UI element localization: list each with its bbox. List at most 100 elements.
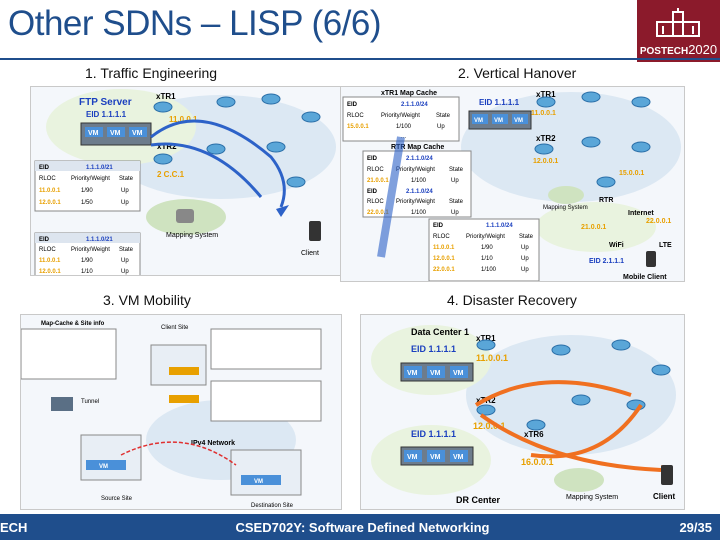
svg-text:Priority/Weight: Priority/Weight (381, 113, 420, 119)
mapping-system-label: Mapping System (566, 494, 618, 501)
rloc2-label: 12.0.0.1 (473, 421, 506, 431)
footer-bar: ECH CSED702Y: Software Defined Networkin… (0, 514, 720, 540)
eid2-label: EID 1.1.1.1 (411, 429, 456, 439)
svg-text:11.0.0.1: 11.0.0.1 (39, 188, 61, 194)
xtr1-label: xTR1 (156, 92, 176, 101)
page-number: 29/35 (679, 520, 712, 535)
dc1-server-rack-icon: VM VM VM (400, 362, 474, 382)
svg-text:2.1.1.0/24: 2.1.1.0/24 (401, 102, 428, 108)
xtr6-label: xTR6 (524, 430, 544, 439)
svg-text:VM: VM (110, 130, 121, 137)
svg-text:VM: VM (514, 118, 523, 124)
svg-text:1/10: 1/10 (481, 256, 493, 262)
ip22-label: 22.0.0.1 (646, 218, 671, 225)
svg-text:VM: VM (88, 130, 99, 137)
user-terminal-icon (51, 397, 73, 411)
svg-text:...: ... (401, 134, 406, 140)
map-cache-table-right (210, 328, 322, 370)
rtr-label: RTR (599, 197, 613, 204)
client-map-cache-table: EID 1.1.1.0/24 RLOC Priority/Weight Stat… (428, 218, 540, 281)
svg-text:Up: Up (437, 124, 445, 130)
map-cache-title: Map-Cache & Site info (41, 321, 105, 327)
mapping-cloud-icon (548, 186, 584, 204)
svg-text:State: State (436, 113, 451, 119)
router-icons (153, 93, 321, 188)
mobile-phone-icon (646, 251, 656, 267)
svg-text:VM: VM (453, 370, 464, 377)
vm-mobility-diagram: Map-Cache & Site info Client Site IPv4 N… (20, 314, 342, 510)
server-rack-icon: VM VM VM (80, 122, 152, 146)
svg-text:Priority/Weight: Priority/Weight (396, 199, 435, 205)
lte-label: LTE (659, 242, 672, 249)
building-icon (656, 8, 700, 37)
svg-text:xTR1 Map Cache: xTR1 Map Cache (381, 90, 437, 97)
logo-text: POSTECH2020 (639, 42, 718, 57)
destination-site-box (230, 449, 302, 496)
svg-text:State: State (449, 199, 464, 205)
wifi-label: WiFi (609, 242, 624, 249)
xtr1-label: xTR1 (536, 90, 556, 99)
map-table-bottom: EID 1.1.1.0/21 RLOC Priority/Weight Stat… (34, 232, 141, 275)
failover-arrow-1 (474, 380, 632, 407)
svg-text:VM: VM (407, 454, 418, 461)
svg-text:Up: Up (521, 245, 529, 251)
svg-text:EID: EID (39, 165, 50, 171)
data-center-1-label: Data Center 1 (411, 327, 469, 337)
server-rack-icon: VM VM VM (468, 110, 532, 130)
svg-text:12.0.0.1: 12.0.0.1 (39, 269, 61, 275)
svg-text:VM: VM (99, 464, 108, 470)
vertical-handover-diagram: xTR1 Map Cache EID 2.1.1.0/24 RLOC Prior… (340, 86, 685, 282)
xtr2-label: xTR2 (157, 142, 177, 151)
eid1-label: EID 1.1.1.1 (411, 344, 456, 354)
svg-text:2.1.1.0/24: 2.1.1.0/24 (406, 189, 433, 195)
svg-text:EID: EID (433, 223, 444, 229)
svg-text:15.0.0.1: 15.0.0.1 (347, 124, 369, 130)
traffic-engineering-diagram: FTP Server EID 1.1.1.1 VM VM VM xTR1 11.… (30, 86, 342, 276)
svg-text:1/90: 1/90 (81, 258, 93, 264)
rtr-map-cache-table: RTR Map Cache EID 2.1.1.0/24 RLOC Priori… (362, 144, 472, 218)
footer-left-text: ECH (0, 520, 28, 535)
svg-text:1.1.1.0/21: 1.1.1.0/21 (86, 237, 113, 243)
svg-text:1/90: 1/90 (81, 188, 93, 194)
rloc1-label: 11.0.0.1 (169, 115, 198, 124)
mapping-system-label: Mapping System (543, 205, 588, 211)
dr-center-label: DR Center (456, 495, 501, 505)
destination-vm-icon: VM (241, 475, 281, 485)
svg-text:22.0.0.1: 22.0.0.1 (367, 210, 389, 216)
svg-text:Up: Up (521, 256, 529, 262)
svg-text:Priority/Weight: Priority/Weight (71, 176, 110, 182)
mobile-client-label: Mobile Client (623, 274, 667, 281)
svg-text:RLOC: RLOC (347, 113, 364, 119)
panel-title-vm-mobility: 3. VM Mobility (103, 292, 191, 308)
disaster-recovery-diagram: Data Center 1 EID 1.1.1.1 VM VM VM xTR1 … (360, 314, 685, 510)
svg-text:State: State (119, 176, 134, 182)
handover-arrow (377, 136, 405, 258)
svg-text:1/100: 1/100 (396, 124, 412, 130)
svg-text:VM: VM (453, 454, 464, 461)
svg-text:State: State (119, 247, 134, 253)
svg-text:RLOC: RLOC (367, 199, 384, 205)
map-cache-table-left (21, 328, 117, 380)
svg-text:State: State (449, 167, 464, 173)
svg-text:11.0.0.1: 11.0.0.1 (39, 258, 61, 264)
svg-text:1/90: 1/90 (481, 245, 493, 251)
svg-text:VM: VM (474, 118, 483, 124)
svg-text:RTR Map Cache: RTR Map Cache (391, 144, 444, 151)
svg-text:Up: Up (121, 188, 129, 194)
svg-text:1/100: 1/100 (411, 178, 427, 184)
svg-text:1/50: 1/50 (81, 200, 93, 206)
dr-server-rack-icon: VM VM VM (400, 446, 474, 466)
svg-text:VM: VM (132, 130, 143, 137)
client-site-box (150, 344, 207, 386)
panel-title-traffic-engineering: 1. Traffic Engineering (85, 65, 218, 81)
ip21-label: 21.0.0.1 (581, 224, 606, 231)
mapping-system-label: Mapping System (166, 232, 218, 239)
svg-text:EID: EID (347, 102, 358, 108)
map-cache-table-right-lower (210, 380, 322, 422)
xtr1-label: xTR1 (476, 334, 496, 343)
rtr-ip-label: 15.0.0.1 (619, 170, 644, 177)
header-rule (0, 58, 720, 60)
mapping-system-icon (146, 199, 226, 235)
map-table-top: EID 1.1.1.0/21 RLOC Priority/Weight Stat… (34, 160, 141, 212)
svg-text:EID: EID (367, 156, 378, 162)
